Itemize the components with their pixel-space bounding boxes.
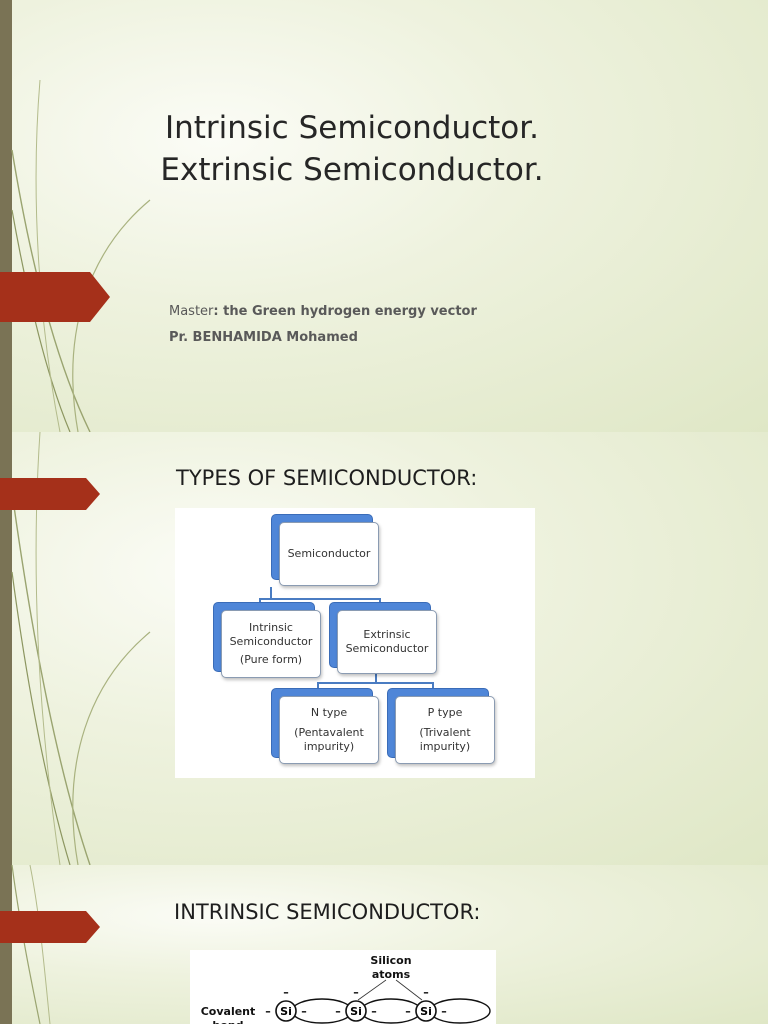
- side-bar: [0, 432, 12, 865]
- si-atom: Si: [345, 1000, 367, 1022]
- author-line: Pr. BENHAMIDA Mohamed: [169, 330, 358, 345]
- electron-mark: –: [353, 986, 359, 999]
- node-semiconductor: Semiconductor: [271, 514, 379, 586]
- electron-mark: –: [423, 986, 429, 999]
- node-intrinsic: Intrinsic Semiconductor (Pure form): [213, 602, 321, 678]
- covalent-label-1: Covalent: [201, 1005, 256, 1018]
- silicon-lattice-figure: Silicon atoms Covalent bond Si Si Si: [190, 950, 496, 1024]
- node-label: N type: [310, 706, 348, 719]
- svg-text:Si: Si: [280, 1005, 292, 1018]
- connector: [317, 682, 319, 690]
- title-line-1: Intrinsic Semiconductor.: [164, 110, 540, 146]
- node-label: impurity): [419, 740, 471, 753]
- electron-mark: –: [265, 1005, 271, 1018]
- node-label: Intrinsic: [249, 621, 293, 634]
- silicon-label-2: atoms: [372, 968, 411, 981]
- svg-text:Si: Si: [420, 1005, 432, 1018]
- intrinsic-slide: INTRINSIC SEMICONDUCTOR: Silicon atoms C…: [0, 865, 768, 1024]
- side-bar: [0, 865, 12, 1024]
- node-n-type: N type (Pentavalent impurity): [271, 688, 379, 764]
- node-label: impurity): [303, 740, 355, 753]
- master-line: Master: the Green hydrogen energy vector: [169, 304, 477, 319]
- node-label: (Pentavalent: [294, 726, 364, 739]
- node-label: Semiconductor: [229, 635, 313, 648]
- side-bar: [0, 0, 12, 432]
- semiconductor-types-diagram: Semiconductor Intrinsic Semiconductor (P…: [175, 508, 535, 778]
- node-label: P type: [427, 706, 463, 719]
- slide-heading: TYPES OF SEMICONDUCTOR:: [176, 466, 478, 490]
- node-label: Semiconductor: [287, 547, 371, 560]
- electron-mark: –: [441, 1005, 447, 1018]
- master-prefix: Master: [169, 304, 214, 319]
- node-label: (Trivalent: [419, 726, 471, 739]
- si-atom: Si: [415, 1000, 437, 1022]
- master-title: : the Green hydrogen energy vector: [213, 304, 477, 319]
- decorative-swirl: [11, 865, 51, 1024]
- connector: [375, 674, 377, 684]
- electron-mark: –: [335, 1005, 341, 1018]
- si-atom: Si: [275, 1000, 297, 1022]
- electron-mark: –: [371, 1005, 377, 1018]
- electron-mark: –: [405, 1005, 411, 1018]
- types-slide: TYPES OF SEMICONDUCTOR: Semiconductor In…: [0, 432, 768, 865]
- slide-heading: INTRINSIC SEMICONDUCTOR:: [174, 900, 481, 924]
- svg-text:Si: Si: [350, 1005, 362, 1018]
- node-label: Extrinsic: [363, 628, 411, 641]
- accent-arrow: [0, 478, 100, 510]
- title-slide: Intrinsic Semiconductor. Extrinsic Semic…: [0, 0, 768, 432]
- connector: [317, 682, 433, 684]
- connector: [259, 598, 381, 600]
- node-label: Semiconductor: [345, 642, 429, 655]
- silicon-label-1: Silicon: [370, 954, 411, 967]
- accent-arrow: [0, 911, 100, 943]
- electron-mark: –: [283, 986, 289, 999]
- decorative-swirl: [11, 79, 151, 432]
- connector: [432, 682, 434, 690]
- covalent-label-2: bond: [212, 1019, 243, 1024]
- lattice-drawing: Silicon atoms Covalent bond Si Si Si: [201, 954, 491, 1024]
- electron-mark: –: [301, 1005, 307, 1018]
- node-extrinsic: Extrinsic Semiconductor: [329, 602, 437, 674]
- author-name: Pr. BENHAMIDA Mohamed: [169, 330, 358, 345]
- title-line-2: Extrinsic Semiconductor.: [160, 152, 544, 188]
- connector: [270, 587, 272, 599]
- accent-arrow: [0, 272, 110, 322]
- node-p-type: P type (Trivalent impurity): [387, 688, 495, 764]
- node-label: (Pure form): [239, 653, 303, 666]
